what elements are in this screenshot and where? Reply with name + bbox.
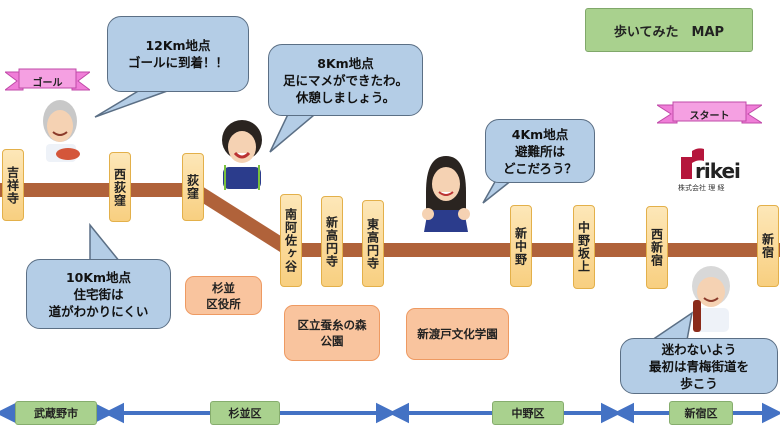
rikei-logo-subtitle: 株式会社 理 経	[678, 184, 725, 192]
station-minami-asagaya: 南阿佐ヶ谷	[280, 194, 302, 287]
ward-nakano: 中野区	[492, 401, 564, 425]
speech-bubble-10km: 10Km地点 住宅街は 道がわかりにくい	[26, 259, 171, 329]
landmark-nitobe-bunka-gakuen: 新渡戸文化学園	[406, 308, 509, 360]
character-elderly-man-start	[692, 266, 730, 332]
rikei-logo-mark	[681, 148, 704, 179]
ward-musashino: 武蔵野市	[15, 401, 97, 425]
station-shin-nakano: 新中野	[510, 205, 532, 287]
station-nishi-shinjuku: 西新宿	[646, 206, 668, 289]
speech-bubble-12km: 12Km地点 ゴールに到着！！	[107, 16, 249, 92]
start-label: スタート	[689, 111, 730, 122]
map-title: 歩いてみた MAP	[585, 8, 753, 52]
station-higashi-koenji: 東高円寺	[362, 200, 384, 287]
ome-kaido-route	[0, 183, 780, 257]
station-shin-koenji: 新高円寺	[321, 196, 343, 287]
start-ribbon: スタート	[655, 101, 764, 127]
character-elderly-man-goal	[43, 100, 80, 162]
station-nakano-sakaue: 中野坂上	[573, 205, 595, 289]
rikei-logo: rikei 株式会社 理 経	[678, 143, 753, 201]
character-woman-8km	[222, 120, 262, 190]
station-ogikubo: 荻窪	[182, 153, 204, 221]
character-woman-4km	[422, 156, 470, 232]
rikei-logo-text: rikei	[695, 159, 741, 183]
landmark-sanshi-no-mori-park: 区立蚕糸の森 公園	[284, 305, 380, 361]
speech-bubble-8km: 8Km地点 足にマメができたわ。 休憩しましょう。	[268, 44, 423, 116]
station-shinjuku: 新宿	[757, 205, 779, 287]
ward-shinjuku: 新宿区	[669, 401, 733, 425]
goal-ribbon: ゴール	[3, 68, 92, 94]
goal-label: ゴール	[32, 78, 63, 89]
ward-suginami: 杉並区	[210, 401, 280, 425]
landmark-suginami-ward-office: 杉並 区役所	[185, 276, 262, 315]
station-kichijoji: 吉祥寺	[2, 149, 24, 221]
speech-bubble-4km: 4Km地点 避難所は どこだろう？	[485, 119, 595, 183]
station-nishiogikubo: 西荻窪	[109, 152, 131, 222]
speech-bubble-start: 迷わないよう 最初は青梅街道を 歩こう	[620, 338, 778, 394]
